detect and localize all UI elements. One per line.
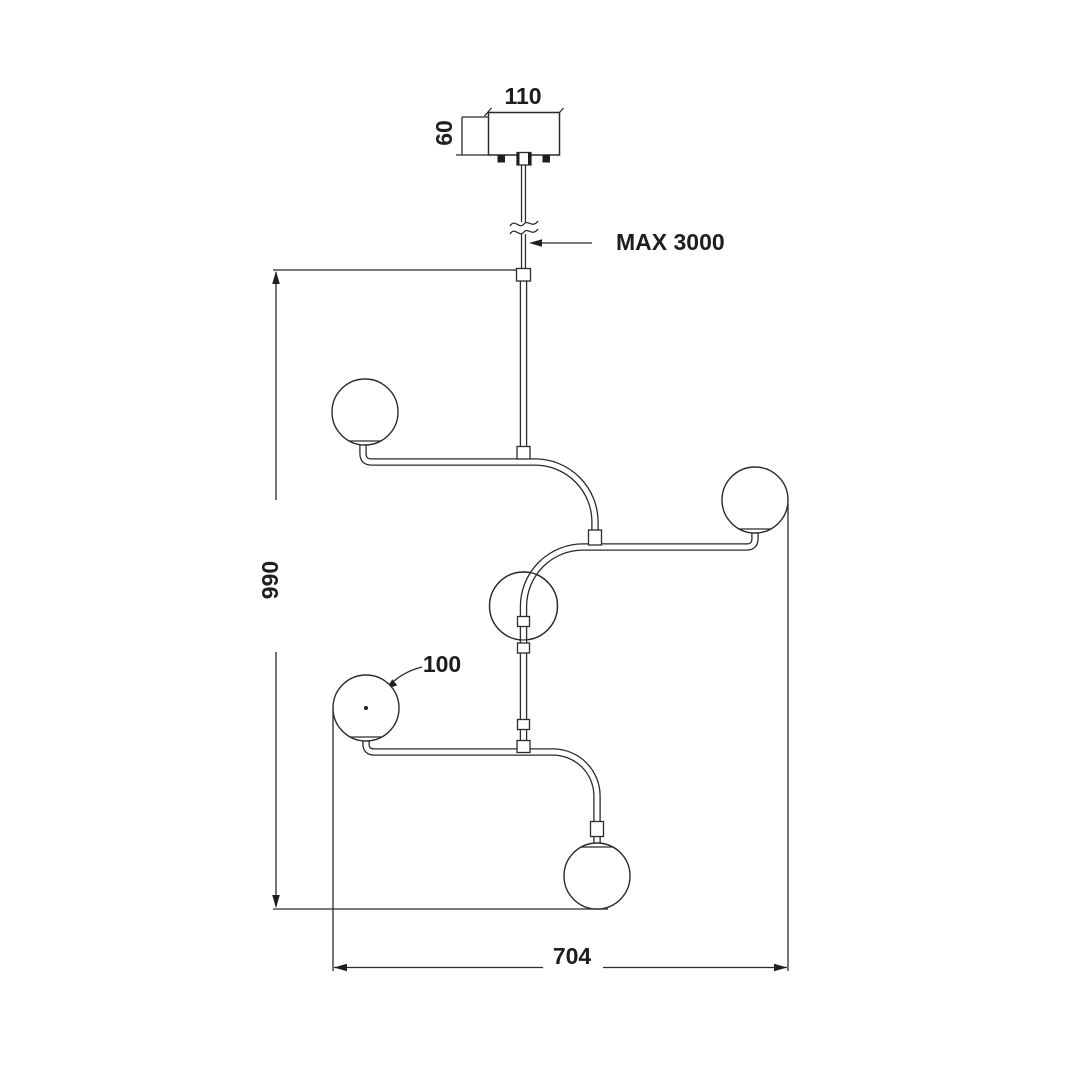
globe-diameter-label: 100: [423, 651, 461, 677]
coupling: [515, 267, 532, 282]
arrowhead-right: [774, 963, 787, 972]
leader-line: [393, 666, 423, 682]
coupling: [516, 642, 531, 654]
arrowhead-up: [272, 271, 280, 284]
arrowhead-left: [334, 963, 347, 972]
canopy-box: [487, 111, 561, 156]
globe-bottom: [563, 842, 631, 910]
coupling: [589, 820, 605, 838]
arm-upper: [359, 445, 599, 533]
globe-upper-left: [331, 378, 399, 446]
canopy-width-label: 110: [504, 83, 541, 109]
break-symbol: [509, 220, 539, 235]
arrowhead-left: [529, 239, 542, 247]
globe-center-mark: [364, 706, 368, 710]
fixture-height-label: 990: [257, 561, 283, 599]
coupling: [516, 445, 531, 460]
dimension-fixture-height: [272, 269, 608, 910]
globe-center-outline: [488, 571, 559, 641]
dimension-max-drop: [529, 239, 592, 247]
dimension-fixture-width: [332, 503, 789, 972]
fixture-width-label: 704: [553, 943, 592, 969]
arm-middle: [519, 531, 759, 742]
tube-couplings: [515, 267, 605, 838]
max-drop-label: MAX 3000: [616, 229, 725, 255]
break-wave-bottom: [509, 228, 539, 235]
arm-lower: [362, 741, 601, 843]
canopy-foot-right: [542, 155, 550, 163]
coupling: [516, 718, 531, 731]
dimension-globe-diameter: [386, 666, 423, 689]
ceiling-canopy: [487, 111, 561, 166]
canopy-foot-left: [497, 155, 505, 163]
break-wave-top: [509, 220, 539, 227]
canopy-height-label: 60: [431, 120, 457, 146]
coupling: [516, 615, 531, 628]
arrowhead-down: [272, 895, 280, 908]
dimension-canopy-height: [456, 116, 488, 156]
coupling: [587, 529, 603, 546]
coupling: [516, 739, 531, 754]
globes: [331, 378, 789, 910]
globe-right: [721, 466, 789, 534]
canopy-connector-side: [516, 153, 520, 165]
canopy-connector-side: [528, 153, 531, 165]
